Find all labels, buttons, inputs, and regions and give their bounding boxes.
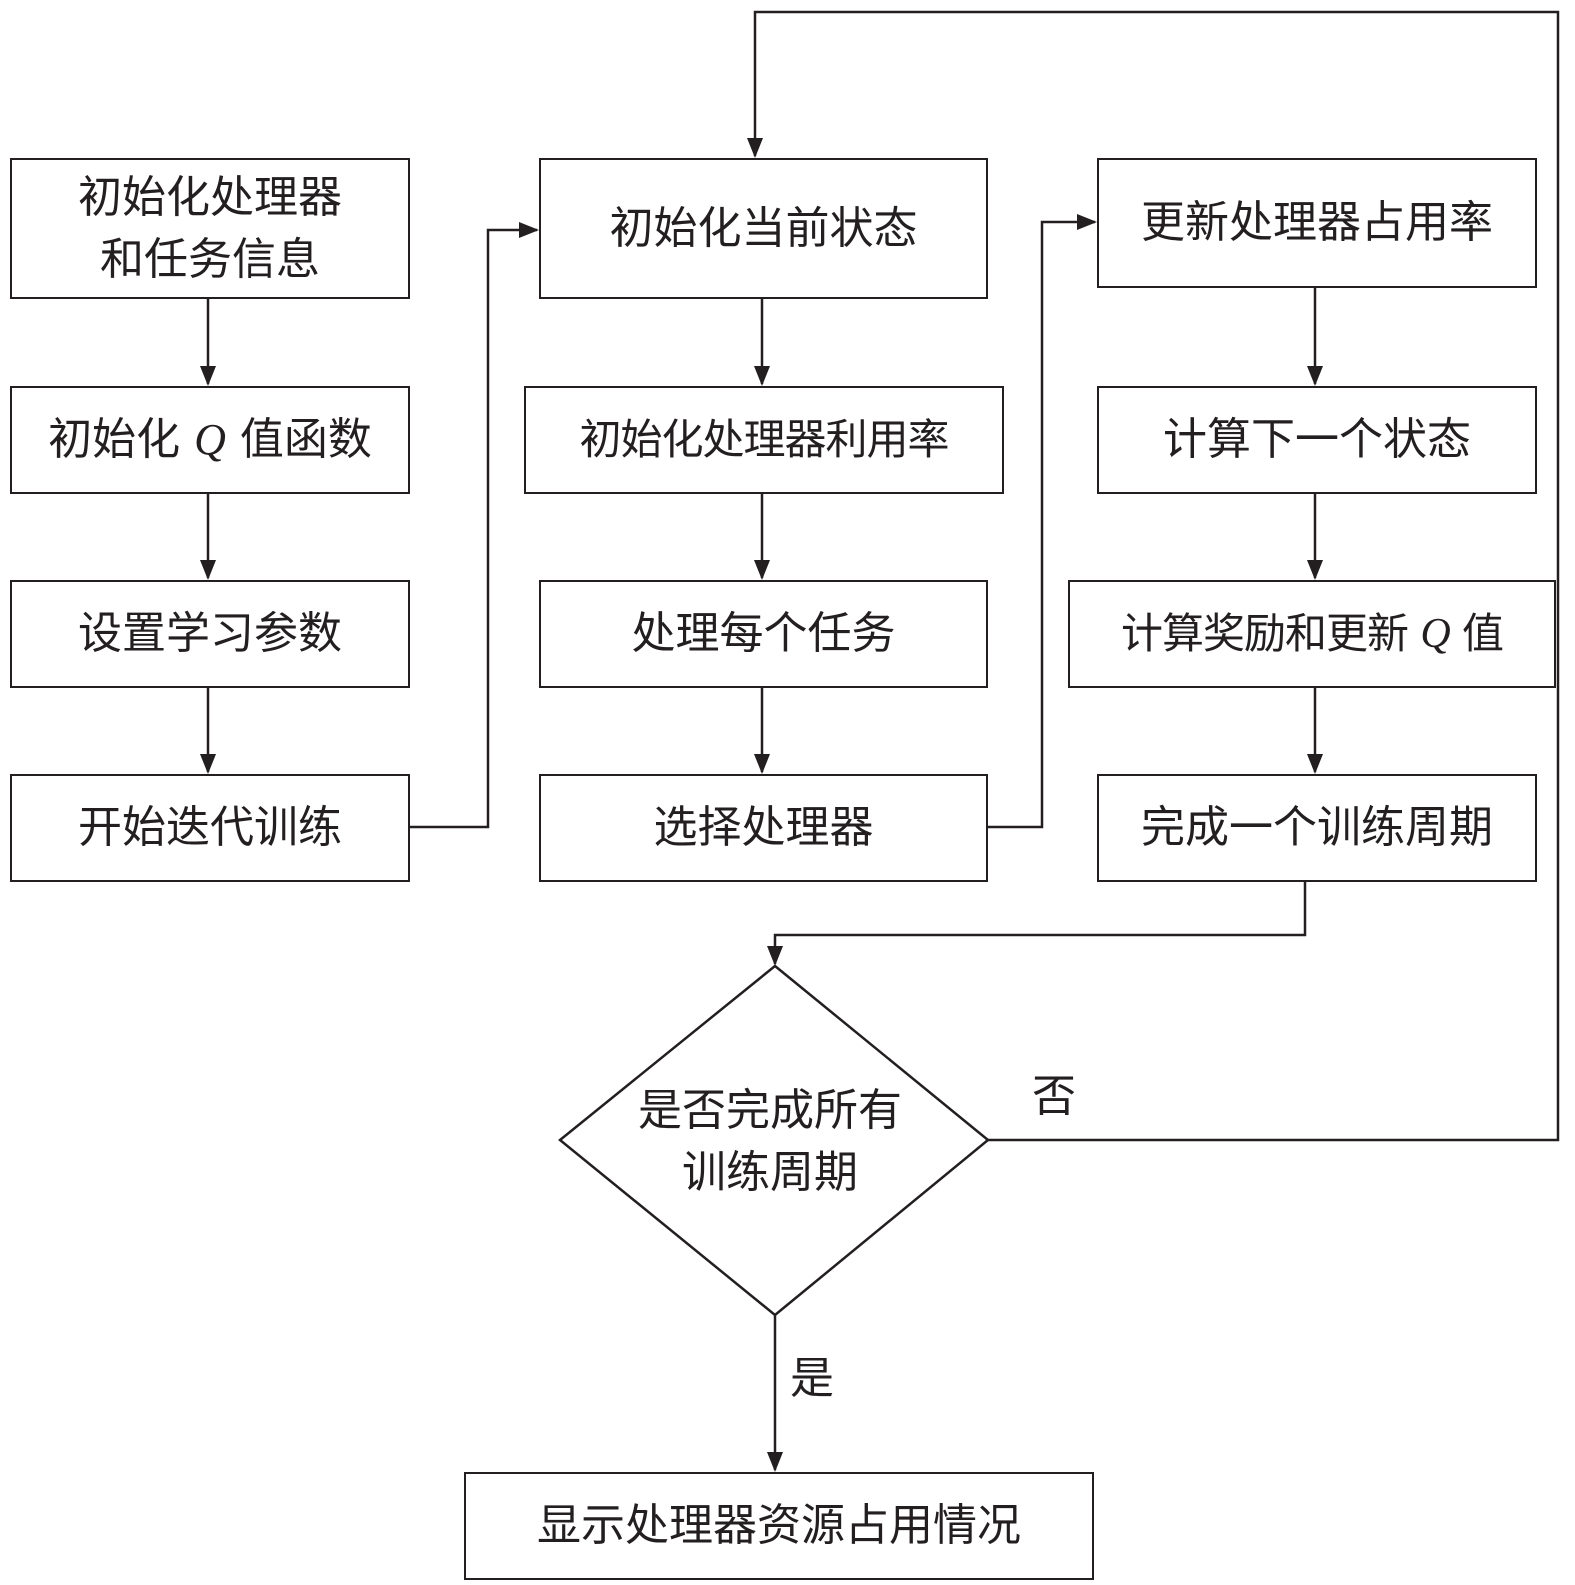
- init-processor-task-line2: 和任务信息: [100, 233, 320, 285]
- compute-next-state-text: 计算下一个状态: [1163, 414, 1471, 465]
- decision-line1: 是否完成所有: [638, 1085, 902, 1136]
- init-q-symbol: Q: [194, 415, 226, 464]
- init-processor-utilization-box: 初始化处理器利用率: [524, 386, 1004, 494]
- init-q-prefix: 初始化: [48, 414, 181, 465]
- init-q-suffix: 值函数: [239, 414, 372, 465]
- reward-update-q-box: 计算奖励和更新 Q 值: [1068, 580, 1556, 688]
- init-current-state-text: 初始化当前状态: [609, 202, 918, 254]
- decision-text: 是否完成所有 训练周期: [570, 1080, 970, 1204]
- show-resource-usage-text: 显示处理器资源占用情况: [537, 1500, 1021, 1551]
- init-processor-utilization-text: 初始化处理器利用率: [579, 415, 949, 464]
- process-each-task-box: 处理每个任务: [539, 580, 988, 688]
- set-learning-params-box: 设置学习参数: [10, 580, 410, 688]
- init-processor-task-box: 初始化处理器 和任务信息: [10, 158, 410, 299]
- arrow-no-loop: [747, 10, 1560, 1142]
- select-processor-text: 选择处理器: [653, 802, 874, 853]
- arrow-start-to-state: [408, 222, 539, 829]
- complete-training-cycle-text: 完成一个训练周期: [1141, 802, 1493, 853]
- edge-label-no: 否: [1032, 1071, 1076, 1122]
- decision-line2: 训练周期: [682, 1147, 858, 1198]
- compute-next-state-box: 计算下一个状态: [1097, 386, 1537, 494]
- update-processor-occupancy-text: 更新处理器占用率: [1141, 197, 1493, 248]
- process-each-task-text: 处理每个任务: [631, 608, 896, 659]
- show-resource-usage-box: 显示处理器资源占用情况: [464, 1472, 1094, 1580]
- start-iterative-training-box: 开始迭代训练: [10, 774, 410, 882]
- select-processor-box: 选择处理器: [539, 774, 988, 882]
- reward-update-prefix: 计算奖励和更新: [1120, 609, 1409, 658]
- complete-training-cycle-box: 完成一个训练周期: [1097, 774, 1537, 882]
- arrow-select-to-update: [986, 214, 1097, 829]
- arrow-complete-to-decision: [767, 880, 1307, 966]
- edge-label-yes: 是: [790, 1353, 834, 1404]
- reward-update-suffix: 值: [1462, 609, 1504, 658]
- set-learning-params-text: 设置学习参数: [78, 608, 342, 659]
- init-current-state-box: 初始化当前状态: [539, 158, 988, 299]
- init-q-function-box: 初始化 Q 值函数: [10, 386, 410, 494]
- start-iterative-training-text: 开始迭代训练: [78, 802, 342, 853]
- reward-update-symbol: Q: [1420, 611, 1450, 657]
- init-processor-task-line1: 初始化处理器: [78, 171, 342, 223]
- update-processor-occupancy-box: 更新处理器占用率: [1097, 158, 1537, 288]
